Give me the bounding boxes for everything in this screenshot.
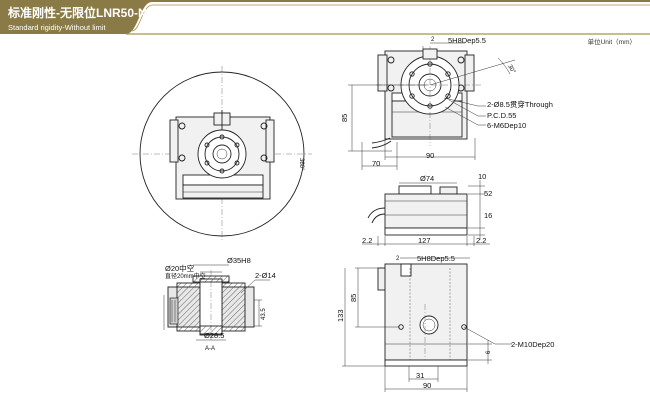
front-view-port xyxy=(419,315,439,335)
front-view-body xyxy=(384,263,468,361)
rotation-view: 360° xyxy=(132,66,312,242)
side-dim-diameter: Ø74 xyxy=(420,174,434,183)
rotation-angle-label: 360° xyxy=(298,158,304,171)
callout-tapped-holes: 6-M6Dep10 xyxy=(487,121,526,130)
side-dim-right-offset: 2.2 xyxy=(476,236,486,245)
front-view: 2 5H8Dep5.5 85 133 2-M10Dep20 6 31 xyxy=(336,254,554,392)
section-dim-inner: Ø28.5 xyxy=(204,331,224,340)
title-bar: 标准刚性-无限位LNR50-N Standard rigidity-Withou… xyxy=(0,0,650,40)
title-bar-background xyxy=(0,0,650,35)
section-dim-holes: 2-Ø14 xyxy=(255,271,276,280)
top-dim-width-70: 70 xyxy=(372,159,380,168)
section-dim-hollow: Ø20中空 xyxy=(165,263,194,273)
page-title-chinese: 标准刚性-无限位LNR50-N xyxy=(8,6,147,20)
top-dim-height: 85 xyxy=(340,114,349,122)
front-dim-31: 31 xyxy=(416,371,424,380)
unit-note: 单位Unit（mm） xyxy=(587,39,636,46)
side-dim-10: 10 xyxy=(478,172,486,181)
side-dim-127: 127 xyxy=(418,236,431,245)
side-view-body xyxy=(384,193,468,229)
callout-through-holes: 2-Ø8.5贯穿Through xyxy=(487,99,553,109)
front-dim-133: 133 xyxy=(336,309,345,322)
top-dim-width-90: 90 xyxy=(426,151,434,160)
front-dim-90: 90 xyxy=(423,381,431,390)
callout-pcd: P.C.D.55 xyxy=(487,111,516,120)
side-dim-left-offset: 2.2 xyxy=(362,236,372,245)
page-title-english: Standard rigidity-Without limit xyxy=(8,23,106,32)
top-angle-dim: 30° xyxy=(506,64,516,75)
front-dim-2: 2 xyxy=(396,256,400,262)
section-label: A-A xyxy=(205,346,215,352)
front-dim-keyway: 5H8Dep5.5 xyxy=(417,254,455,263)
top-dim-2: 2 xyxy=(431,37,435,43)
side-dim-52: 52 xyxy=(484,189,492,198)
front-callout-tapped: 2-M10Dep20 xyxy=(511,340,554,349)
section-view: Ø20中空 直径20mm中空 Ø35H8 2-Ø14 43.5 Ø28.5 A-… xyxy=(163,256,276,352)
section-dim-hollow-note: 直径20mm中空 xyxy=(165,272,206,280)
side-view: Ø74 10 52 16 2.2 127 2.2 xyxy=(362,172,492,246)
front-dim-85: 85 xyxy=(349,294,358,302)
top-view: 30° 2 5H8Dep5.5 85 2-Ø8.5贯穿Through P.C.D… xyxy=(340,36,553,170)
section-dim-bore: Ø35H8 xyxy=(227,256,251,265)
side-dim-16: 16 xyxy=(484,211,492,220)
front-dim-6: 6 xyxy=(486,350,492,354)
top-dim-keyway: 5H8Dep5.5 xyxy=(448,36,486,45)
section-dim-depth: 43.5 xyxy=(261,308,267,320)
